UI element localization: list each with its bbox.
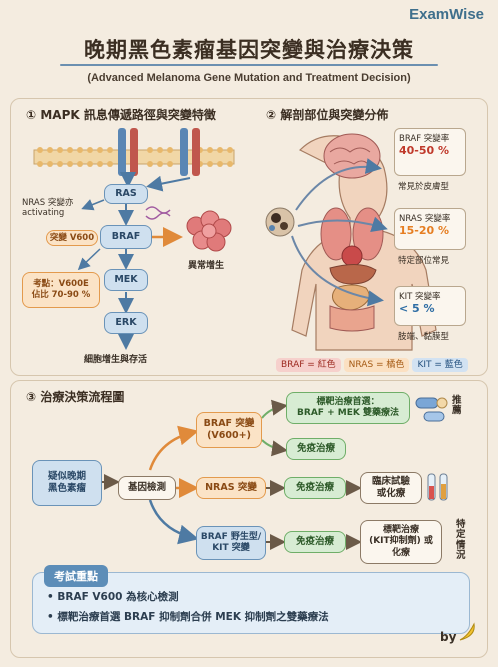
- nras-rate-value: 15-20 %: [399, 224, 450, 237]
- legend-nras: NRAS = 橘色: [343, 358, 410, 372]
- braf-node: BRAF: [100, 225, 152, 249]
- immunotherapy-node-2: 免疫治療: [284, 477, 346, 499]
- braf-rate-value: 40-50 %: [399, 144, 450, 157]
- targeted-therapy-first-node: 標靶治療首選： BRAF + MEK 雙藥療法: [286, 392, 410, 424]
- top-panel-frame: [10, 98, 488, 376]
- banana-icon: [459, 622, 475, 641]
- section3-heading: ③ 治療決策流程圖: [26, 390, 125, 404]
- section2-heading: ② 解剖部位與突變分佈: [266, 108, 389, 122]
- tumor-cells-icon: [186, 210, 232, 252]
- key-point-1: • BRAF V600 為核心檢測: [47, 591, 179, 603]
- pathway-outcome-label: 細胞增生與存活: [84, 355, 148, 365]
- byline: by: [440, 630, 457, 644]
- mek-node: MEK: [104, 269, 148, 291]
- immunotherapy-node-1: 免疫治療: [286, 438, 346, 460]
- brand-logo: ExamWise: [409, 6, 484, 23]
- test-tubes-icon: [427, 473, 448, 501]
- suspect-melanoma-node: 疑似晚期 黑色素瘤: [32, 460, 102, 506]
- kit-rate-value: < 5 %: [399, 302, 435, 315]
- nras-mutation-node: NRAS 突變: [196, 477, 266, 499]
- skin-lesion-icon: [265, 207, 295, 237]
- legend-braf: BRAF = 紅色: [276, 358, 341, 372]
- kit-targeted-therapy-node: 標靶治療 (KIT抑制劑) 或 化療: [360, 520, 442, 564]
- ras-node: RAS: [104, 184, 148, 204]
- dna-icon: [145, 206, 171, 220]
- title-underline: [60, 64, 438, 66]
- recommend-label: 推薦: [452, 395, 462, 417]
- v600-mutation-tag: 突變 V600: [46, 230, 98, 246]
- braf-rate-note: 常見於皮膚型: [398, 182, 450, 192]
- bottom-panel-frame: [10, 380, 488, 658]
- abnormal-proliferation-label: 異常增生: [188, 261, 225, 271]
- key-point-2: • 標靶治療首選 BRAF 抑制劑合併 MEK 抑制劑之雙藥療法: [47, 611, 329, 623]
- receptor-right-icon: [180, 128, 200, 176]
- braf-mutation-node: BRAF 突變 (V600+): [196, 412, 262, 448]
- pills-icon: [415, 397, 448, 422]
- page-subtitle: (Advanced Melanoma Gene Mutation and Tre…: [87, 72, 411, 84]
- kit-rate-card: KIT 突變率 < 5 %: [394, 286, 466, 326]
- clinical-trial-node: 臨床試驗 或化療: [360, 472, 422, 504]
- genetic-test-node: 基因檢測: [118, 476, 176, 500]
- nras-rate-note: 特定部位常見: [398, 256, 450, 266]
- kit-rate-note: 肢端、黏膜型: [398, 332, 450, 342]
- braf-wildtype-kit-node: BRAF 野生型/ KIT 突變: [196, 526, 266, 560]
- erk-node: ERK: [104, 312, 148, 334]
- braf-rate-card: BRAF 突變率 40-50 %: [394, 128, 466, 176]
- nras-rate-card: NRAS 突變率 15-20 %: [394, 208, 466, 250]
- legend-kit: KIT = 藍色: [412, 358, 468, 372]
- specific-situation-label: 特定情況: [456, 519, 466, 562]
- section1-heading: ① MAPK 訊息傳遞路徑與突變特徵: [26, 108, 216, 122]
- receptor-left-icon: [118, 128, 138, 176]
- immunotherapy-node-3: 免疫治療: [284, 531, 346, 553]
- key-points-title: 考試重點: [44, 565, 108, 587]
- page-title: 晚期黑色素瘤基因突變與治療決策: [84, 38, 414, 62]
- nras-activating-note: NRAS 突變亦 activating: [22, 198, 74, 218]
